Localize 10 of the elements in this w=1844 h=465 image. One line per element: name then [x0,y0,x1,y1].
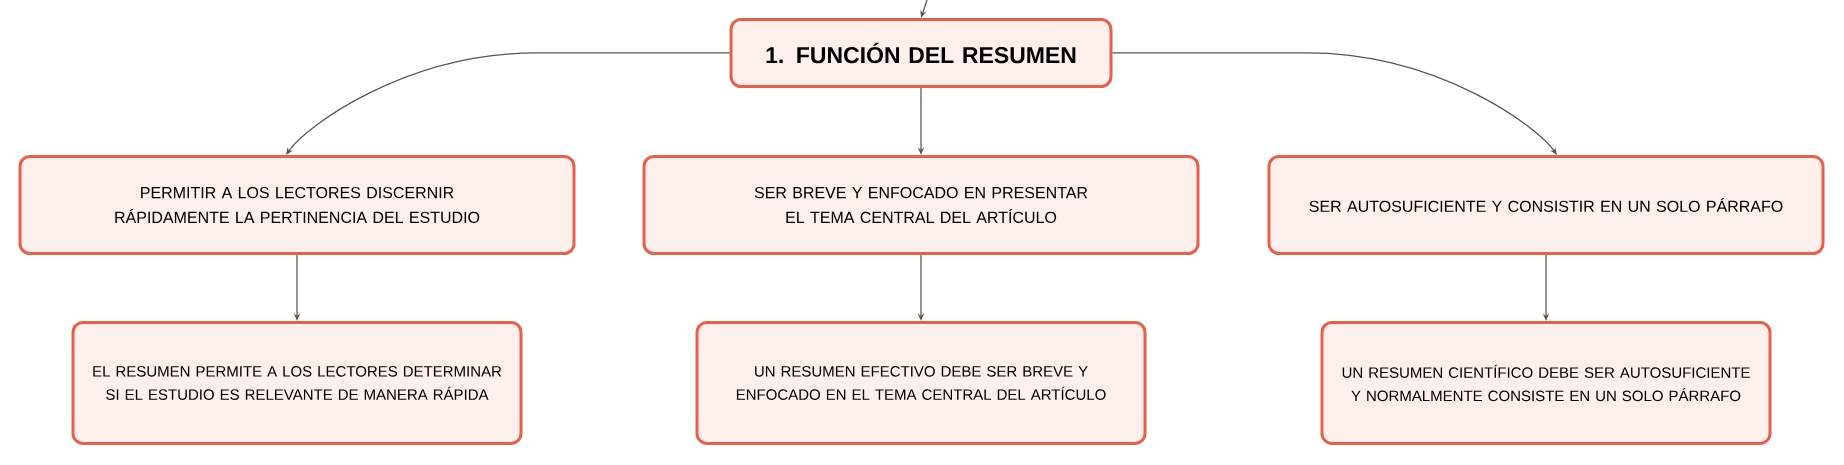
subtopic-box: UN RESUMEN CIENTÍFICO DEBE SER AUTOSUFICIENTE Y NORMALMENTE CONSISTE EN UN SOLO PÁRRAFO [1320,321,1772,445]
subtopic-box: PERMITIR A LOS LECTORES DISCERNIR RÁPIDAMENTE LA PERTINENCIA DEL ESTUDIO [18,155,576,255]
arrow [920,0,928,18]
arrow [286,52,731,155]
subtopic-box: SER BREVE Y ENFOCADO EN PRESENTAR EL TEMA CENTRAL DEL ARTÍCULO [642,155,1200,255]
subtopic-box: UN RESUMEN EFECTIVO DEBE SER BREVE Y ENFOCADO EN EL TEMA CENTRAL DEL ARTÍCULO [695,321,1147,445]
subtopic-box: EL RESUMEN PERMITE A LOS LECTORES DETERMINAR SI EL ESTUDIO ES RELEVANTE DE MANERA RÁPIDA [71,321,523,445]
topic-box: 1. FUNCIÓN DEL RESUMEN [729,18,1113,88]
arrow [1111,52,1557,155]
subtopic-box: SER AUTOSUFICIENTE Y CONSISTIR EN UN SOLO PÁRRAFO [1267,155,1825,255]
